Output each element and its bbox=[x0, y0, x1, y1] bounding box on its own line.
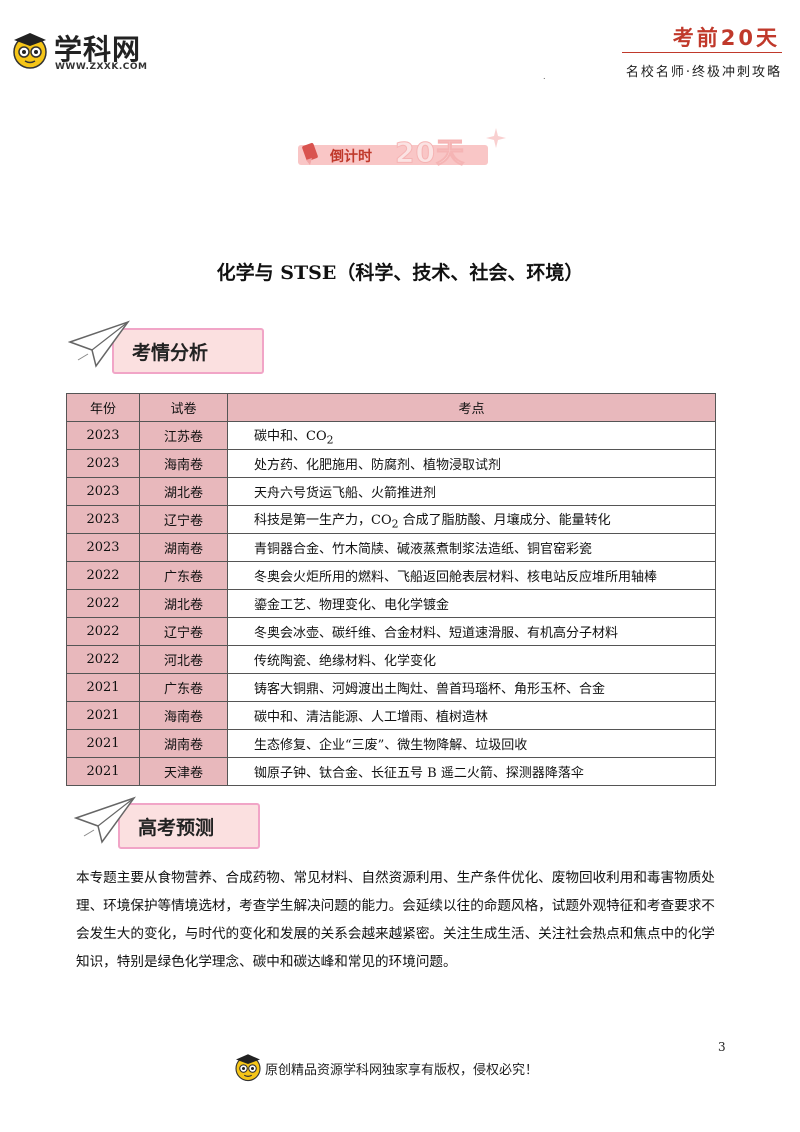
cell-points: 冬奥会火炬所用的燃料、飞船返回舱表层材料、核电站反应堆所用轴棒 bbox=[227, 561, 716, 590]
header-points: 考点 bbox=[227, 393, 716, 422]
countdown-number: 20天 bbox=[395, 136, 465, 170]
table-row: 2023 湖南卷 青铜器合金、竹木简牍、碱液蒸煮制浆法造纸、铜官窑彩瓷 bbox=[66, 533, 716, 562]
section-header-analysis bbox=[112, 328, 264, 374]
header-divider bbox=[622, 52, 782, 53]
section-label-analysis: 考情分析 bbox=[132, 342, 209, 364]
cell-year: 2022 bbox=[66, 589, 140, 618]
table-row: 2021 广东卷 铸客大铜鼎、河姆渡出土陶灶、兽首玛瑙杯、角形玉杯、合金 bbox=[66, 673, 716, 702]
table-header-row: 年份 试卷 考点 bbox=[66, 393, 716, 422]
mascot-logo-icon bbox=[13, 33, 47, 69]
section-header-forecast bbox=[118, 803, 260, 849]
table-row: 2023 江苏卷 碳中和、CO2 bbox=[66, 421, 716, 450]
cell-paper: 广东卷 bbox=[139, 561, 228, 590]
cell-year: 2023 bbox=[66, 505, 140, 534]
page-number: 3 bbox=[718, 1040, 726, 1054]
cell-year: 2023 bbox=[66, 533, 140, 562]
table-row: 2022 辽宁卷 冬奥会冰壶、碳纤维、合金材料、短道速滑服、有机高分子材料 bbox=[66, 617, 716, 646]
cell-points: 铷原子钟、钛合金、长征五号 B 遥二火箭、探测器降落伞 bbox=[227, 757, 716, 786]
cell-year: 2023 bbox=[66, 421, 140, 450]
cell-paper: 湖南卷 bbox=[139, 729, 228, 758]
logo-url: WWW.ZXXK.COM bbox=[55, 62, 148, 72]
cell-year: 2022 bbox=[66, 645, 140, 674]
cell-points-subscript: 2 bbox=[326, 433, 334, 447]
sparkle-icon bbox=[486, 128, 506, 148]
table-row: 2023 湖北卷 天舟六号货运飞船、火箭推进剂 bbox=[66, 477, 716, 506]
cell-paper: 辽宁卷 bbox=[139, 617, 228, 646]
section-label-forecast: 高考预测 bbox=[138, 817, 215, 839]
cell-points: 铸客大铜鼎、河姆渡出土陶灶、兽首玛瑙杯、角形玉杯、合金 bbox=[227, 673, 716, 702]
cell-points: 天舟六号货运飞船、火箭推进剂 bbox=[227, 477, 716, 506]
cell-year: 2021 bbox=[66, 729, 140, 758]
table-row: 2023 辽宁卷 科技是第一生产力，CO2 合成了脂肪酸、月壤成分、能量转化 bbox=[66, 505, 716, 534]
cell-year: 2022 bbox=[66, 561, 140, 590]
cell-points: 生态修复、企业“三废”、微生物降解、垃圾回收 bbox=[227, 729, 716, 758]
cell-year: 2023 bbox=[66, 477, 140, 506]
exam-analysis-table: 年份 试卷 考点 2023 江苏卷 碳中和、CO2 2023 海南卷 处方药、化… bbox=[66, 393, 716, 786]
paper-plane-icon bbox=[74, 796, 136, 844]
cell-points: 冬奥会冰壶、碳纤维、合金材料、短道速滑服、有机高分子材料 bbox=[227, 617, 716, 646]
cell-paper: 广东卷 bbox=[139, 673, 228, 702]
cell-points-text: 碳中和、CO bbox=[254, 428, 327, 444]
header-dot: . bbox=[543, 72, 546, 81]
cell-year: 2023 bbox=[66, 449, 140, 478]
cell-paper: 海南卷 bbox=[139, 701, 228, 730]
countdown-label: 倒计时 bbox=[330, 149, 372, 165]
page-title: 化学与 STSE（科学、技术、社会、环境） bbox=[216, 262, 584, 284]
table-row: 2022 广东卷 冬奥会火炬所用的燃料、飞船返回舱表层材料、核电站反应堆所用轴棒 bbox=[66, 561, 716, 590]
cell-year: 2021 bbox=[66, 673, 140, 702]
header-subtitle: 名校名师·终极冲刺攻略 bbox=[625, 65, 782, 80]
table-row: 2022 湖北卷 鎏金工艺、物理变化、电化学镀金 bbox=[66, 589, 716, 618]
footer-copyright: 原创精品资源学科网独家享有版权，侵权必究！ bbox=[265, 1063, 539, 1078]
header-paper: 试卷 bbox=[139, 393, 228, 422]
forecast-paragraph: 本专题主要从食物营养、合成药物、常见材料、自然资源利用、生产条件优化、废物回收利… bbox=[76, 870, 715, 970]
cell-paper: 湖北卷 bbox=[139, 589, 228, 618]
table-row: 2021 天津卷 铷原子钟、钛合金、长征五号 B 遥二火箭、探测器降落伞 bbox=[66, 757, 716, 786]
table-row: 2022 河北卷 传统陶瓷、绝缘材料、化学变化 bbox=[66, 645, 716, 674]
cell-points-text-2: 合成了脂肪酸、月壤成分、能量转化 bbox=[402, 512, 611, 528]
cell-points-subscript: 2 bbox=[391, 517, 399, 531]
table-row: 2021 湖南卷 生态修复、企业“三废”、微生物降解、垃圾回收 bbox=[66, 729, 716, 758]
cell-paper: 河北卷 bbox=[139, 645, 228, 674]
cell-points: 科技是第一生产力，CO2 合成了脂肪酸、月壤成分、能量转化 bbox=[227, 505, 716, 534]
cell-paper: 湖北卷 bbox=[139, 477, 228, 506]
cell-paper: 湖南卷 bbox=[139, 533, 228, 562]
cell-paper: 海南卷 bbox=[139, 449, 228, 478]
cell-points-text: 科技是第一生产力，CO bbox=[254, 512, 392, 528]
cell-paper: 辽宁卷 bbox=[139, 505, 228, 534]
cell-points: 碳中和、清洁能源、人工增雨、植树造林 bbox=[227, 701, 716, 730]
mascot-footer-icon bbox=[235, 1054, 261, 1082]
table-row: 2023 海南卷 处方药、化肥施用、防腐剂、植物浸取试剂 bbox=[66, 449, 716, 478]
cell-paper: 江苏卷 bbox=[139, 421, 228, 450]
cell-year: 2021 bbox=[66, 757, 140, 786]
countdown-banner bbox=[298, 145, 488, 165]
cell-paper: 天津卷 bbox=[139, 757, 228, 786]
cell-points: 碳中和、CO2 bbox=[227, 421, 716, 450]
paper-plane-icon bbox=[68, 320, 130, 368]
cell-year: 2021 bbox=[66, 701, 140, 730]
pencil-icon bbox=[302, 142, 318, 165]
table-row: 2021 海南卷 碳中和、清洁能源、人工增雨、植树造林 bbox=[66, 701, 716, 730]
cell-points: 处方药、化肥施用、防腐剂、植物浸取试剂 bbox=[227, 449, 716, 478]
cell-points: 鎏金工艺、物理变化、电化学镀金 bbox=[227, 589, 716, 618]
cell-year: 2022 bbox=[66, 617, 140, 646]
header-title: 考前20天 bbox=[672, 26, 780, 50]
cell-points: 青铜器合金、竹木简牍、碱液蒸煮制浆法造纸、铜官窑彩瓷 bbox=[227, 533, 716, 562]
header-year: 年份 bbox=[66, 393, 140, 422]
logo-text: 学科网 bbox=[54, 33, 142, 66]
cell-points: 传统陶瓷、绝缘材料、化学变化 bbox=[227, 645, 716, 674]
